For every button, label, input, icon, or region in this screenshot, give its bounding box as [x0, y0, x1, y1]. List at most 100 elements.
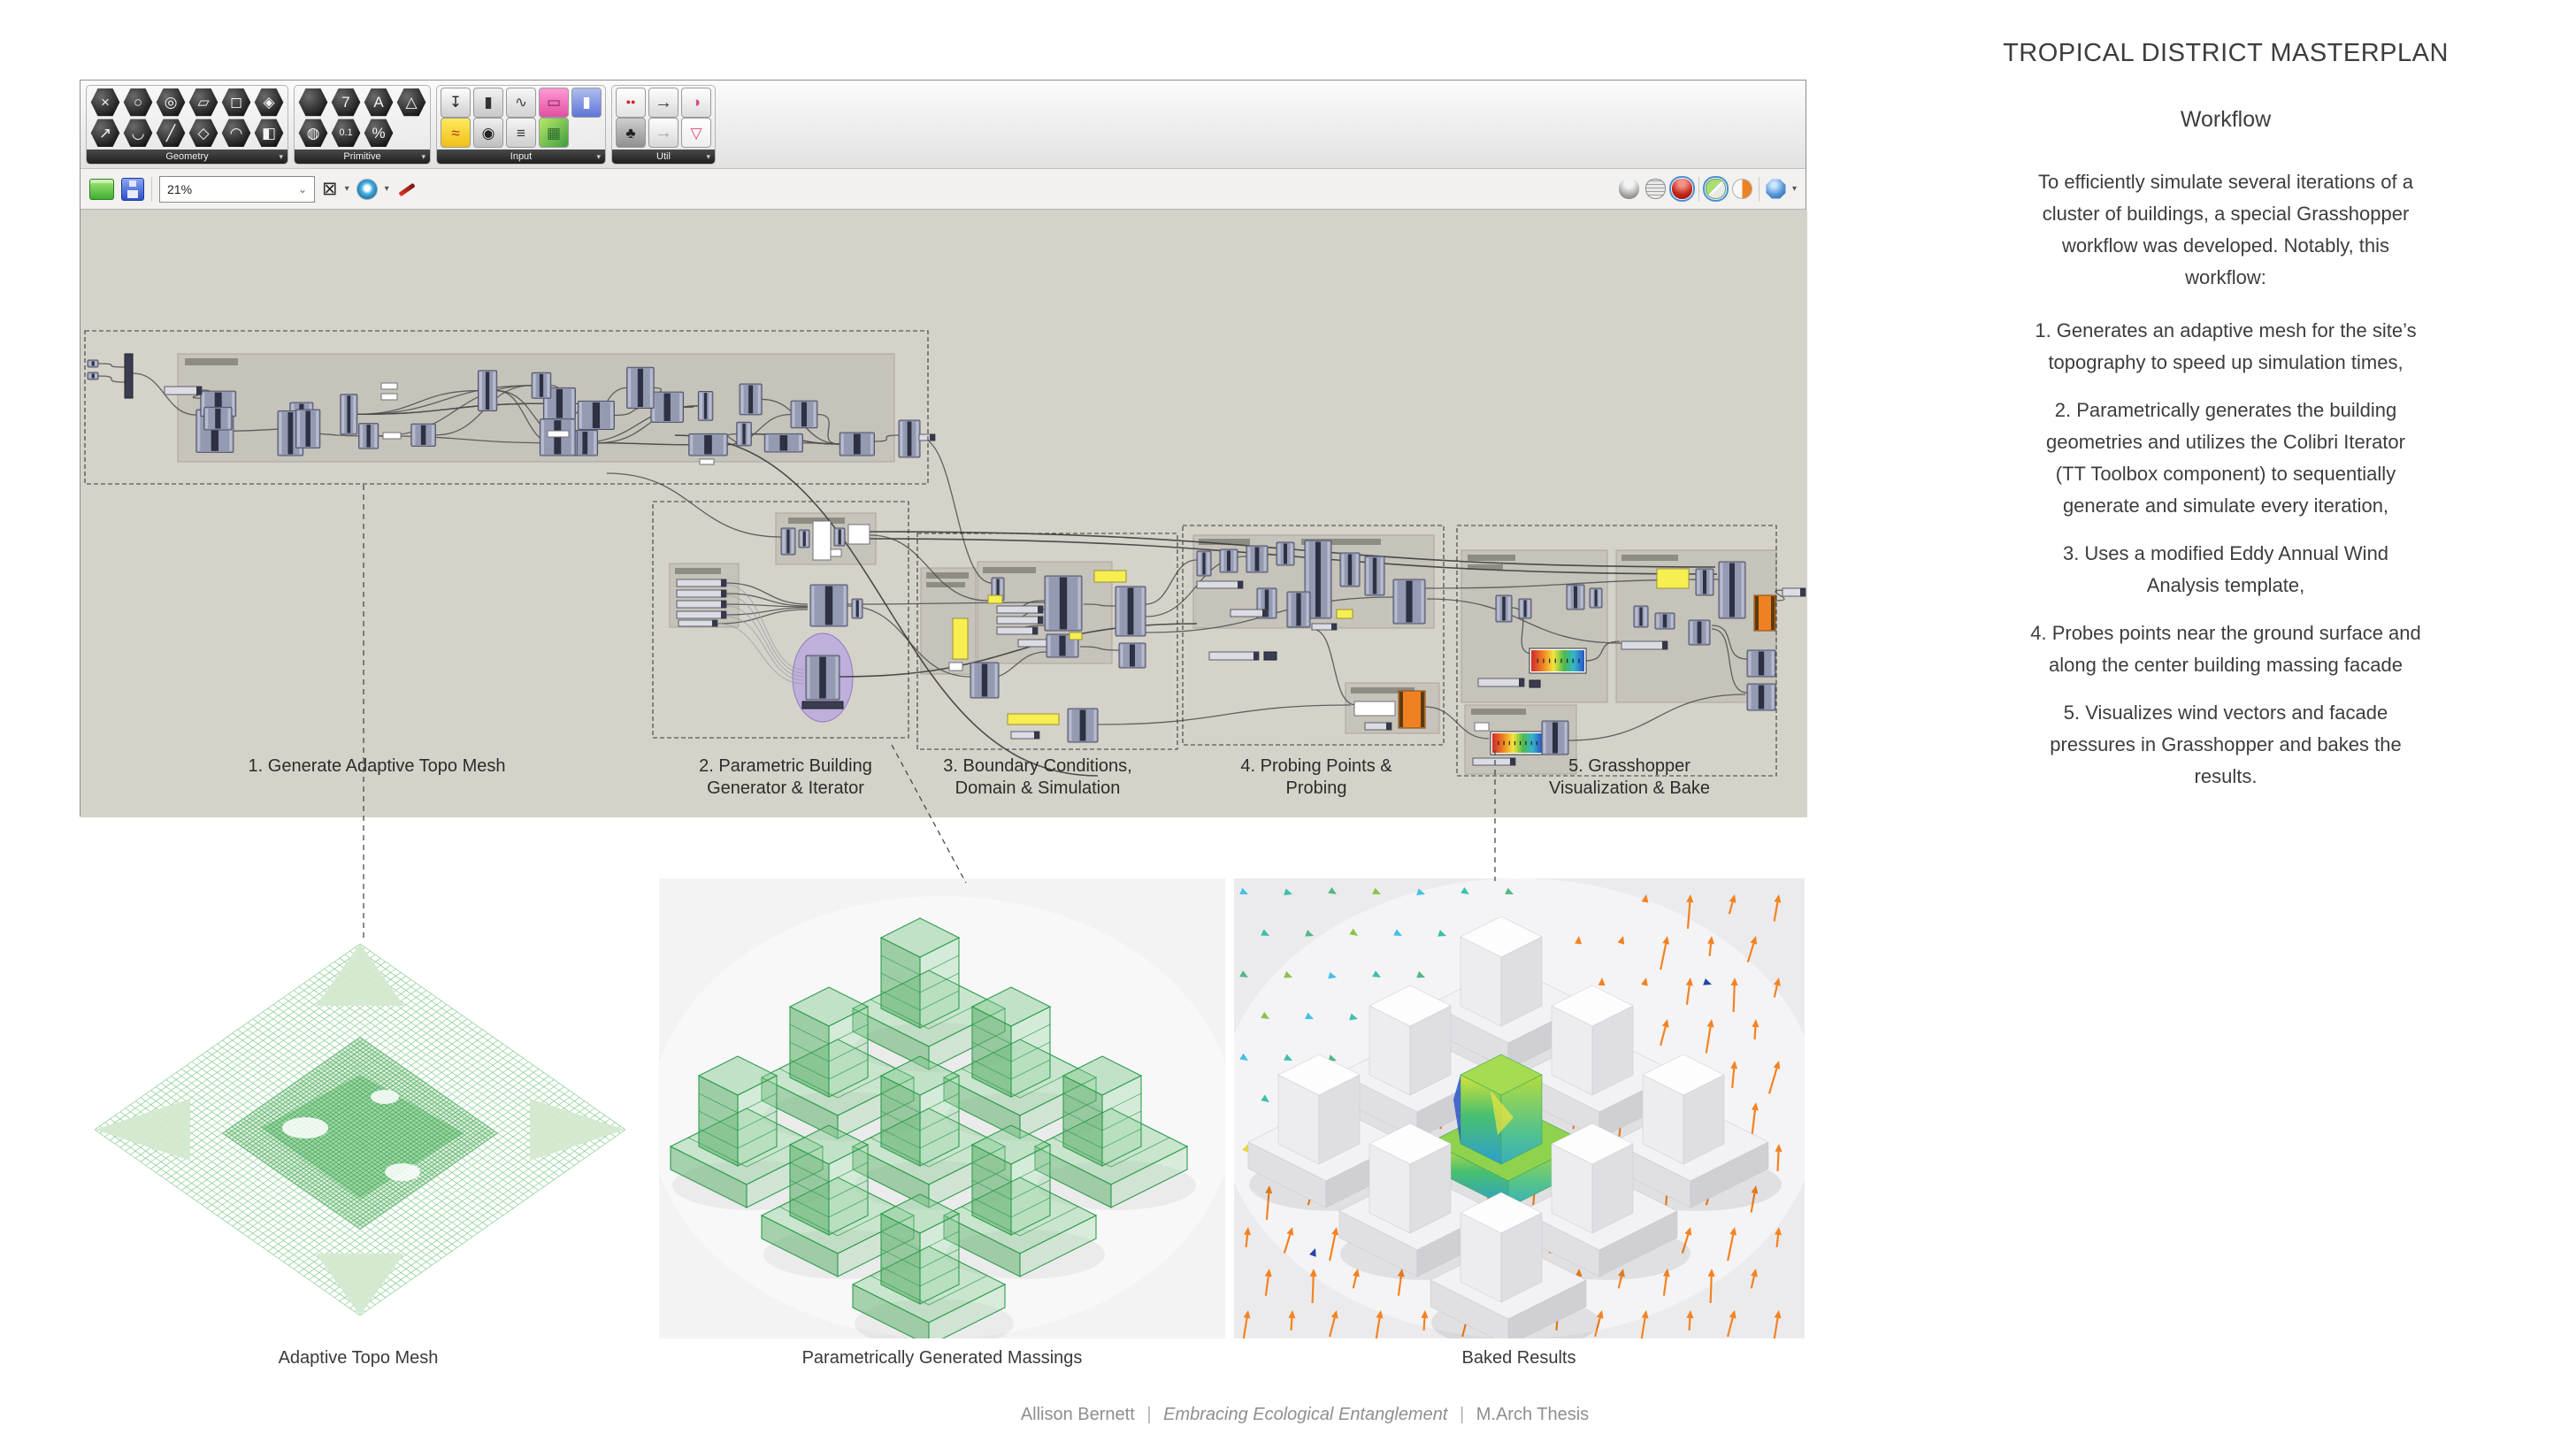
gh-node[interactable] [676, 600, 727, 609]
gh-node[interactable] [847, 524, 870, 545]
gh-node[interactable] [1336, 609, 1353, 619]
gh-node[interactable] [1067, 708, 1099, 743]
gh-node[interactable] [736, 421, 752, 447]
gh-node[interactable] [739, 383, 763, 416]
data-dam-icon[interactable]: ◑ [681, 87, 711, 118]
gh-node[interactable] [1541, 720, 1569, 755]
save-file-icon[interactable] [121, 177, 144, 201]
knob-icon[interactable]: ◉ [473, 118, 503, 149]
gradient-icon[interactable]: ▦ [539, 118, 569, 149]
gh-node[interactable] [763, 433, 803, 453]
open-file-icon[interactable] [89, 178, 114, 200]
gh-node[interactable] [164, 386, 203, 395]
gh-node[interactable] [1566, 584, 1585, 610]
cherry-picker-icon[interactable]: ●● [616, 87, 646, 118]
box-hex[interactable]: ◻ [221, 88, 251, 117]
gh-node[interactable] [1276, 541, 1295, 566]
diamond-hex[interactable]: ◇ [188, 119, 218, 147]
material-preview-icon[interactable] [1731, 179, 1752, 199]
scribble-icon[interactable]: ≈ [441, 118, 471, 149]
arc-hex[interactable]: ◡ [123, 119, 153, 147]
panel-icon[interactable]: ▭ [539, 87, 569, 118]
gh-node[interactable] [1718, 561, 1746, 619]
gh-node[interactable] [1477, 678, 1525, 687]
gh-node[interactable] [1010, 731, 1040, 740]
toolbar-group-label[interactable]: Util▾ [612, 150, 715, 164]
gh-node[interactable] [1633, 605, 1649, 628]
gh-node[interactable] [87, 359, 99, 368]
gh-node[interactable] [809, 584, 848, 627]
gh-node[interactable] [1208, 651, 1260, 661]
gh-node[interactable] [380, 393, 398, 401]
brep-hex[interactable]: ◧ [254, 119, 284, 147]
sketch-pen-icon[interactable] [396, 179, 418, 200]
vector-hex[interactable]: ↗ [90, 119, 120, 147]
gh-node[interactable] [699, 458, 715, 465]
gh-node[interactable] [577, 400, 615, 431]
gh-node[interactable] [801, 701, 844, 709]
gh-node[interactable] [382, 432, 402, 440]
gh-node[interactable] [380, 382, 398, 390]
preview-eye-icon[interactable] [356, 178, 378, 200]
decimal-hex[interactable]: 0.1 [331, 119, 361, 147]
gh-node[interactable] [1263, 651, 1277, 661]
boolean-toggle-icon[interactable]: ▮ [473, 87, 503, 118]
dropdown-arrow-icon[interactable]: ▾ [1791, 184, 1797, 194]
dropdown-arrow-icon[interactable]: ▾ [344, 184, 349, 194]
dropdown-arrow-icon[interactable]: ▾ [384, 184, 389, 194]
gh-node[interactable] [851, 598, 863, 619]
gh-node[interactable] [830, 548, 842, 557]
gh-node[interactable] [1695, 568, 1714, 596]
blue-toggle-icon[interactable]: ▮ [571, 87, 602, 118]
gh-node[interactable] [833, 527, 846, 547]
gh-node[interactable] [1495, 594, 1513, 623]
gh-node[interactable] [688, 433, 728, 456]
gh-node[interactable] [987, 594, 1003, 604]
gh-node[interactable] [918, 433, 936, 441]
gh-node[interactable] [1474, 722, 1490, 732]
gh-node[interactable] [1392, 579, 1426, 625]
mesh-sphere-hex[interactable]: ◈ [254, 88, 284, 117]
toolbar-group-label[interactable]: Primitive▾ [295, 150, 430, 164]
gh-node[interactable] [1196, 550, 1212, 577]
graph-mapper-icon[interactable]: ∿ [506, 87, 536, 118]
gh-node[interactable] [203, 406, 233, 431]
gh-node[interactable] [898, 419, 921, 458]
shaded-preview-icon[interactable] [1618, 179, 1639, 199]
gh-node[interactable] [340, 394, 358, 435]
gh-node[interactable] [996, 626, 1039, 635]
null-hex[interactable]: ◍ [298, 119, 328, 147]
blob-hex[interactable]: ◠ [221, 119, 251, 147]
gh-node[interactable] [676, 610, 727, 619]
toolbar-group-label[interactable]: Input▾ [437, 150, 605, 164]
gh-node[interactable] [812, 520, 832, 561]
gh-node[interactable] [1364, 722, 1392, 731]
text-a-hex[interactable]: A [364, 88, 394, 117]
mesh-hex[interactable]: △ [396, 88, 426, 117]
value-list-icon[interactable]: ≡ [506, 118, 536, 149]
gh-node[interactable] [1472, 757, 1516, 766]
gh-node[interactable] [1353, 701, 1396, 717]
gh-node[interactable] [970, 662, 1000, 699]
zoom-extents-icon[interactable]: ⊠ [322, 179, 338, 199]
gh-node[interactable] [531, 372, 552, 399]
gh-node[interactable] [124, 353, 134, 399]
gh-node[interactable] [1069, 632, 1083, 640]
frame-hex[interactable]: ▱ [188, 88, 218, 117]
spiral-hex[interactable]: ◎ [156, 88, 186, 117]
gh-node[interactable] [1782, 587, 1806, 597]
circle-hex[interactable]: ○ [123, 88, 153, 117]
gh-node[interactable] [678, 619, 718, 627]
gh-node[interactable] [1746, 649, 1776, 678]
gh-node[interactable] [798, 529, 810, 548]
gh-node[interactable] [87, 372, 99, 380]
flask-icon[interactable]: ▽ [681, 118, 711, 149]
relay-icon[interactable]: → [648, 87, 678, 118]
gh-node[interactable] [996, 616, 1044, 625]
hexagon-hex[interactable] [298, 88, 328, 117]
scissors-hex[interactable]: % [364, 119, 394, 147]
gh-node[interactable] [1518, 598, 1532, 619]
gh-node[interactable] [1230, 609, 1269, 617]
gh-node[interactable] [1688, 619, 1711, 646]
gh-node[interactable] [1196, 580, 1244, 589]
